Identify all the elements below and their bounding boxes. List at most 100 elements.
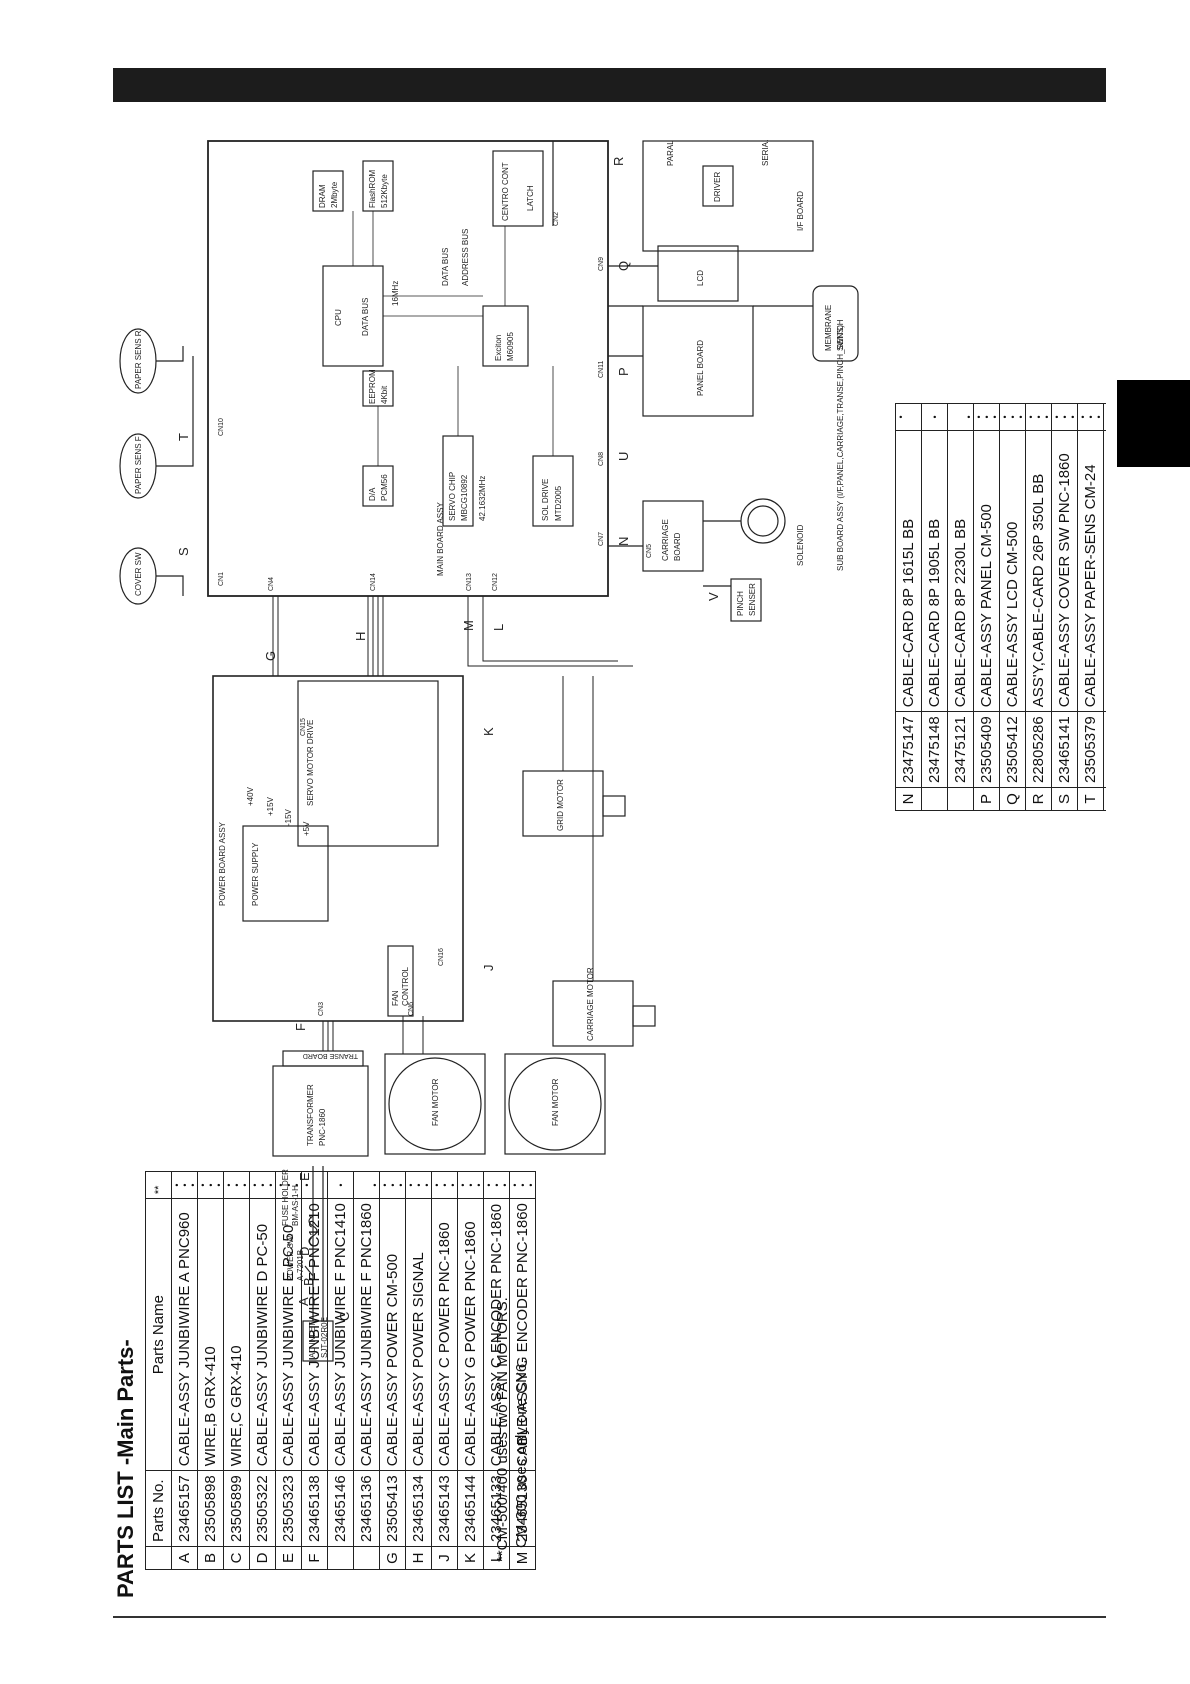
model-marks: • xyxy=(301,1171,328,1199)
part-name: CABLE-ASSY PAPER-SENS CM-24 xyxy=(1077,430,1104,712)
model-marks: • • • xyxy=(405,1171,432,1199)
part-code: F xyxy=(301,1546,328,1570)
main-board-label: MAIN BOARD ASSY xyxy=(436,502,445,576)
fan-motor-1-label: FAN MOTOR xyxy=(431,1078,440,1126)
header-bar xyxy=(113,68,1106,102)
cable-jk xyxy=(562,676,594,981)
part-name: CABLE-ASSY JUNBIWIRE D PC-50 xyxy=(249,1198,276,1471)
ac-inlet-label: AC INLET xyxy=(308,1322,317,1358)
model-marks: • xyxy=(947,403,974,431)
tag-cn7: CN7 xyxy=(598,532,605,546)
v-plus5: +5V xyxy=(302,821,311,836)
label-j: J xyxy=(481,965,496,972)
tag-cn11: CN11 xyxy=(598,361,605,378)
v-plus15: +15V xyxy=(266,796,275,816)
flashrom-size: 512Kbyte xyxy=(380,174,389,208)
fan-motor-2-icon xyxy=(508,1057,602,1151)
model-marks: • • • xyxy=(509,1171,536,1199)
cpu-label: CPU xyxy=(334,309,343,326)
part-number: 23505379 xyxy=(1077,711,1104,788)
part-code: B xyxy=(197,1546,224,1570)
part-code: N xyxy=(895,787,922,811)
part-number: 23475148 xyxy=(921,711,948,788)
tag-cn4: CN4 xyxy=(268,577,275,591)
col-model: ** xyxy=(145,1171,172,1199)
part-name: CABLE-CARD 8P 1905L BB xyxy=(921,430,948,712)
tag-cn10: CN10 xyxy=(218,418,225,436)
part-number: 23505413 xyxy=(379,1470,406,1547)
grid-motor-shaft xyxy=(602,795,626,817)
parts-table-left-header: Parts No. Parts Name ** xyxy=(145,1171,172,1570)
part-code: U xyxy=(1103,787,1106,811)
model-marks: • • • xyxy=(197,1171,224,1199)
part-name: CABLE-ASSY VOLUME CM-500 xyxy=(1103,430,1106,712)
model-marks: • xyxy=(895,403,922,431)
part-code xyxy=(353,1546,380,1570)
part-name: CABLE-ASSY C POWER PNC-1860 xyxy=(431,1198,458,1471)
tag-cn13: CN13 xyxy=(466,573,473,591)
label-d: D xyxy=(297,1247,312,1256)
label-p: P xyxy=(616,367,631,376)
part-number: 23505898 xyxy=(197,1470,224,1547)
label-q: Q xyxy=(616,261,631,271)
sensor-wires xyxy=(156,346,194,596)
model-marks: • • • xyxy=(1025,403,1052,431)
part-number: 23505412 xyxy=(999,711,1026,788)
cable-f xyxy=(322,1021,334,1051)
part-code: K xyxy=(457,1546,484,1570)
da-model: PCM56 xyxy=(380,474,389,501)
part-number: 23465143 xyxy=(431,1470,458,1547)
panel-board-box xyxy=(642,305,754,417)
dram-label: DRAM xyxy=(318,184,327,208)
cable-h xyxy=(367,596,384,676)
sensors-group: COVER SW PAPER SENS F PAPER SENS R S T xyxy=(119,328,194,605)
flashrom-label: FlashROM xyxy=(368,169,377,208)
part-number: 23465136 xyxy=(353,1470,380,1547)
tag-cn1: CN1 xyxy=(218,572,225,586)
model-marks: • • • xyxy=(483,1171,510,1199)
ac-inlet-model: SJT-02R0E xyxy=(320,1317,329,1358)
part-name: CABLE-ASSY PANEL CM-500 xyxy=(973,430,1000,712)
exciton-label: Exciton xyxy=(494,335,503,361)
part-name: WIRE,B GRX-410 xyxy=(197,1198,224,1471)
sub-boards-group: CARRIAGE BOARD SOLENOID PINCH SENSER PAN… xyxy=(552,140,859,622)
fan-motor-2-label: FAN MOTOR xyxy=(551,1078,560,1126)
solenoid-label: SOLENOID xyxy=(796,524,805,566)
serial-label: SERIAL xyxy=(761,140,770,166)
servo-motor-drive-box xyxy=(297,680,439,847)
fan-motor-1-box xyxy=(384,1053,486,1155)
label-r: R xyxy=(611,157,626,166)
dram-size: 2Mbyte xyxy=(330,181,339,208)
model-marks: • xyxy=(921,403,948,431)
part-name: CABLE-ASSY POWER SIGNAL xyxy=(405,1198,432,1471)
power-supply-box xyxy=(242,825,329,922)
wiring-diagram: AC INLET SJT-02R0E POWER SW. A-7201B FUS… xyxy=(119,140,859,1362)
lcd-label: LCD xyxy=(696,270,705,286)
part-name: CABLE-ASSY JUNBIWIRE F PNC1210 xyxy=(301,1198,328,1471)
ac-inlet-box xyxy=(302,1320,334,1362)
if-board-box xyxy=(642,140,814,252)
parts-list: PARTS LIST -Main Parts- Parts No. Parts … xyxy=(113,140,1106,1606)
model-marks: • xyxy=(327,1171,354,1199)
tag-cn6: CN6 xyxy=(408,1002,415,1016)
latch-label: LATCH xyxy=(526,185,535,211)
sol-drive-model: MTD2005 xyxy=(554,485,563,521)
label-u: U xyxy=(616,452,631,461)
part-name: ASS'Y,CABLE-CARD 26P 350L BB xyxy=(1025,430,1052,712)
power-board-group: POWER BOARD ASSY POWER SUPPLY +40V +15V … xyxy=(212,675,464,1022)
cable-fans xyxy=(402,1016,424,1054)
da-label: D/A xyxy=(368,487,377,501)
col-parts-no: Parts No. xyxy=(145,1470,172,1547)
tag-cn2: CN2 xyxy=(553,212,560,226)
tag-cn5: CN5 xyxy=(646,544,653,558)
pinch-sensor-box xyxy=(730,578,762,622)
driver-label: DRIVER xyxy=(713,172,722,202)
part-code: A xyxy=(171,1546,198,1570)
internal-buses xyxy=(352,211,554,466)
carriage-motor-label: CARRIAGE MOTOR xyxy=(586,967,595,1041)
